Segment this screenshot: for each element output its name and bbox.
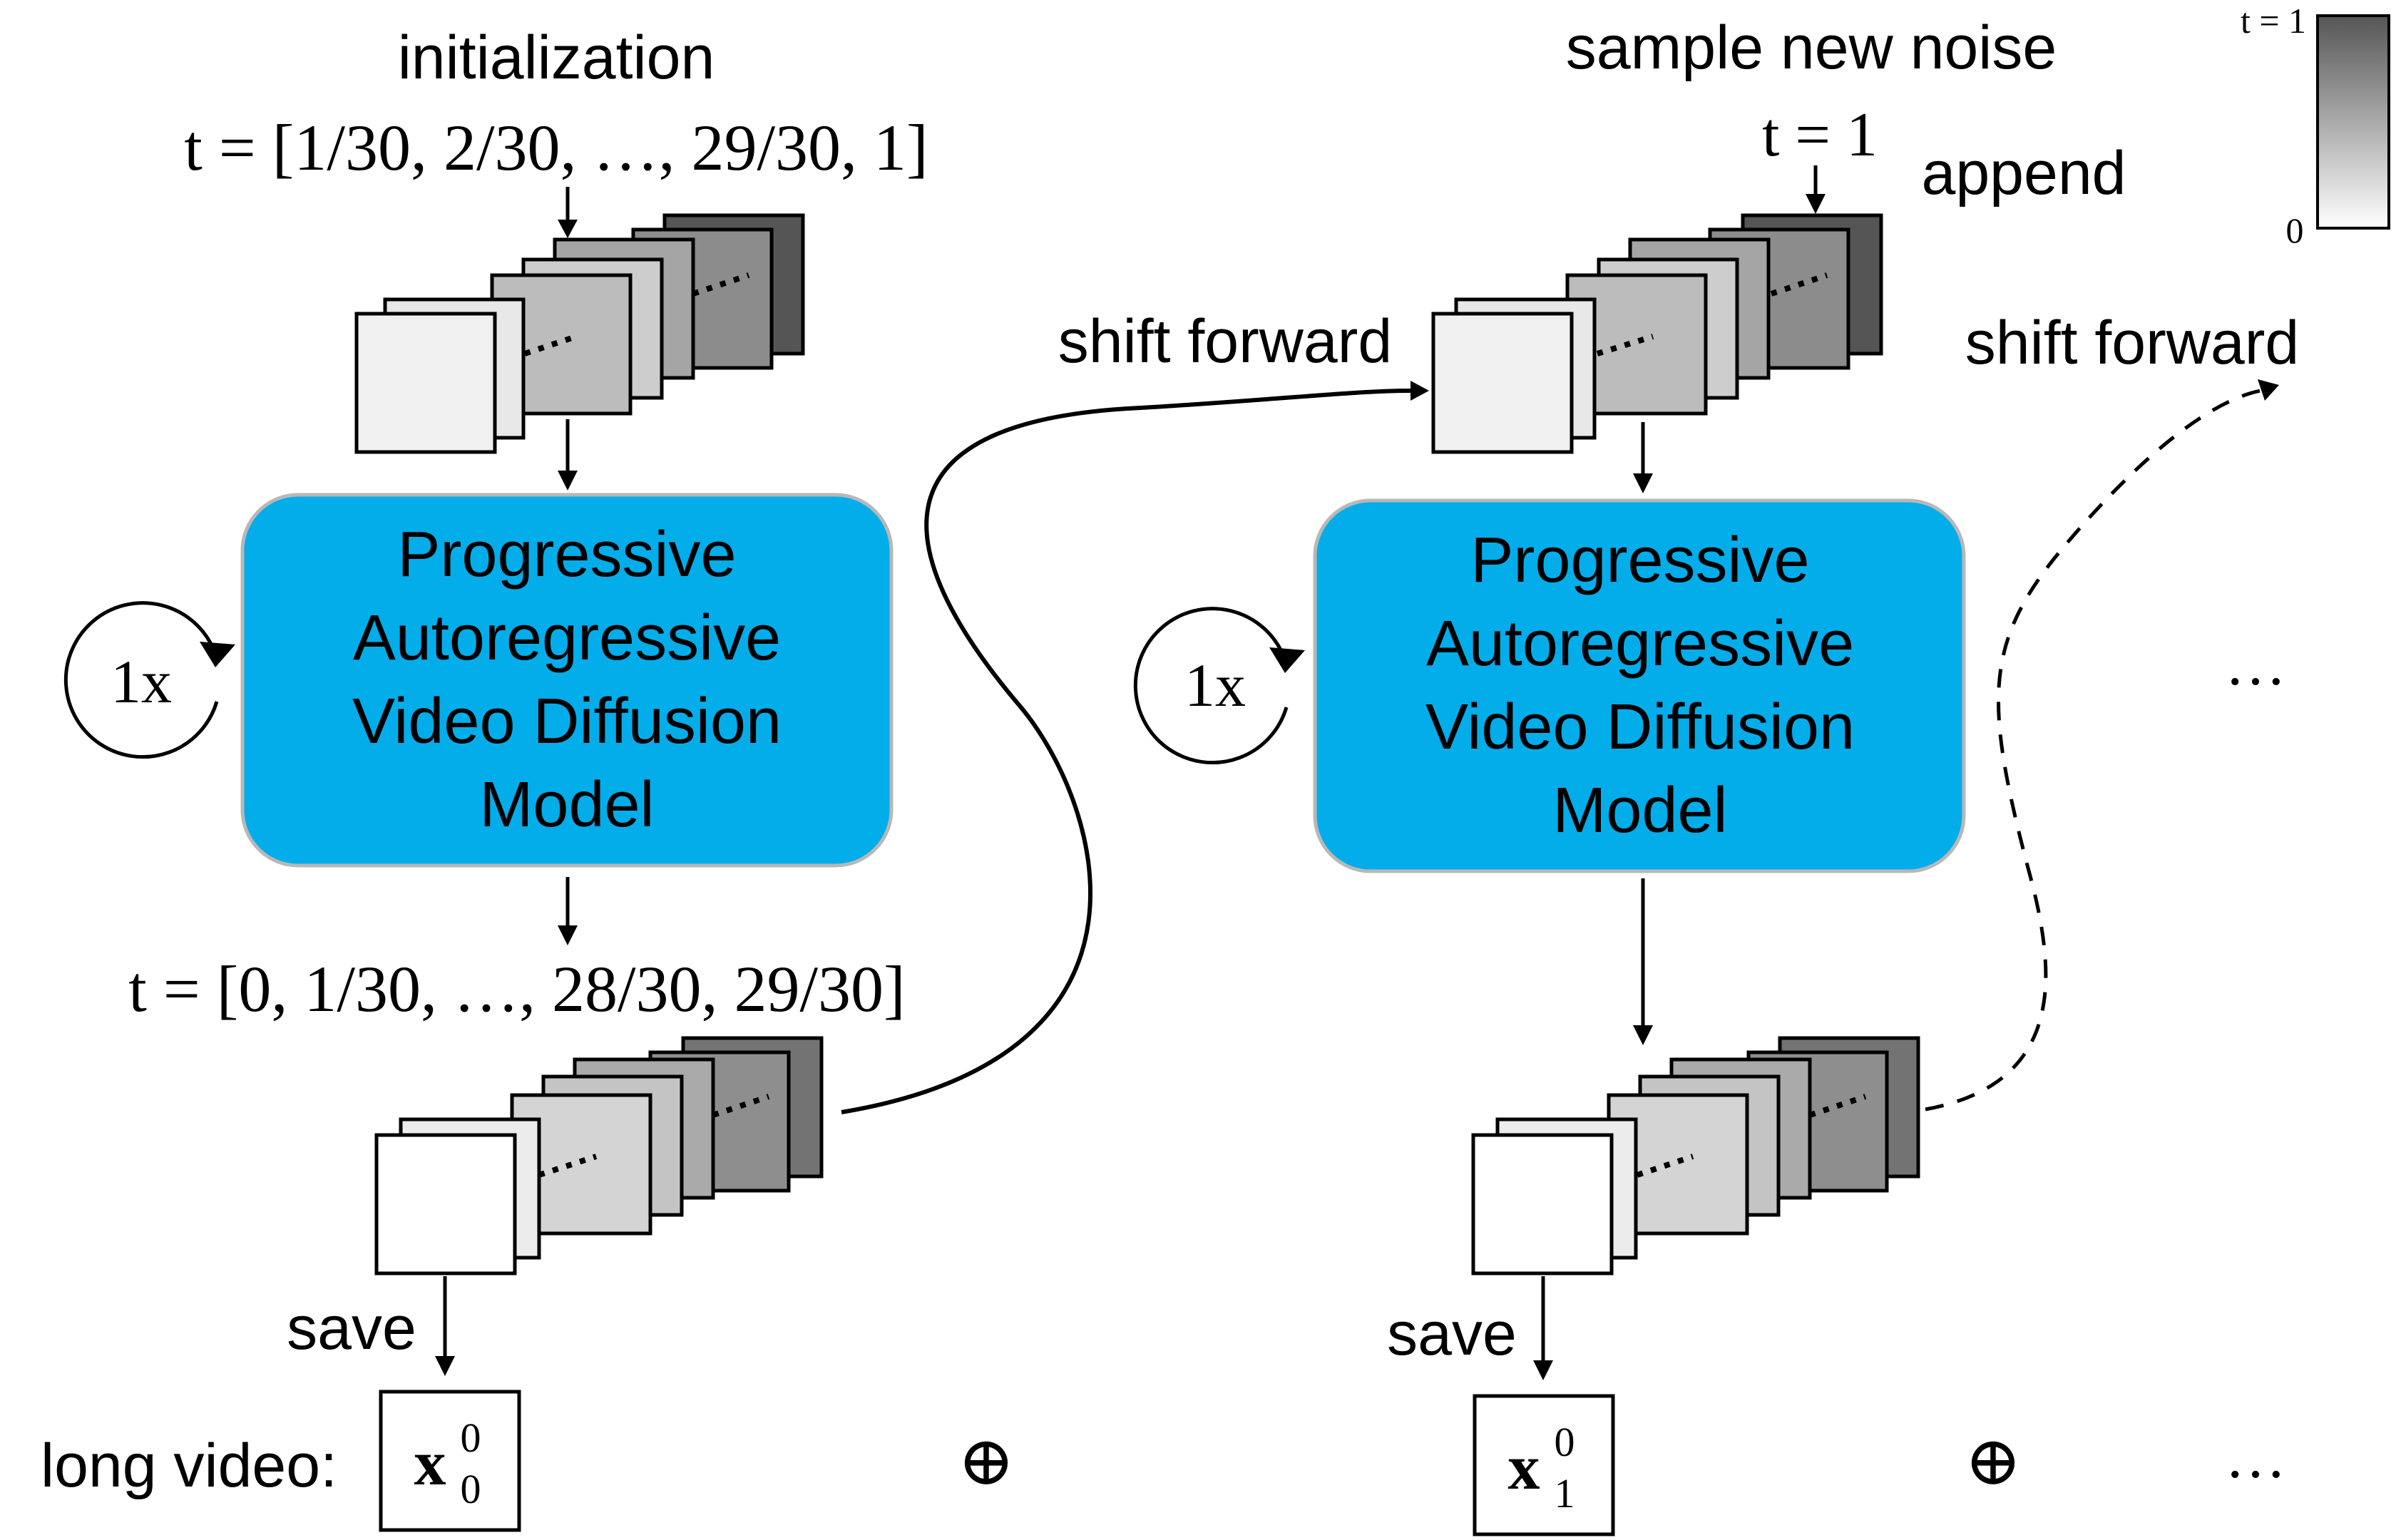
append-label: append [1922, 139, 2126, 207]
loop-circle-icon [1133, 607, 1289, 765]
concat-operator: ⊕ [958, 1423, 1015, 1499]
arrow-out-of-model-left [558, 877, 578, 945]
model-title-line: Progressive [397, 519, 736, 590]
arrow-into-model-right [1633, 422, 1653, 493]
shift-forward-label: shift forward [1058, 307, 1392, 376]
output-frame-front [1471, 1133, 1614, 1275]
arrow-append-noise [1806, 165, 1826, 214]
arrow-into-init-stack [558, 187, 578, 238]
init-frame-stack [354, 213, 805, 454]
model-title-line: Model [1552, 775, 1727, 846]
concat-operator: ⊕ [1965, 1423, 2022, 1499]
initialization-label: initialization [398, 24, 715, 92]
init-frame-front [354, 312, 497, 454]
ellipsis-dots [692, 272, 750, 297]
model-title-line: Model [479, 769, 654, 841]
arrow-out-of-model-right [1633, 878, 1653, 1045]
ellipsis-dots [523, 334, 578, 356]
model-title-line: Video Diffusion [352, 686, 782, 757]
sample-new-noise-label: sample new noise [1566, 14, 2057, 82]
save-label: save [1387, 1300, 1517, 1368]
ellipsis-dots [1636, 1154, 1694, 1178]
chunk-superscript: 0 [1555, 1419, 1575, 1465]
shifted-frame-stack [1431, 213, 1883, 454]
ellipsis-dots [538, 1154, 598, 1178]
diffusion-model-box-right: Progressive Autoregressive Video Diffusi… [1313, 498, 1966, 873]
arrow-into-model-left [558, 419, 578, 491]
shift-forward-curve-2 [1925, 379, 2279, 1112]
output-frame-stack-left [374, 1036, 824, 1275]
chunk-base: x [414, 1428, 446, 1499]
chunk-subscript: 0 [461, 1466, 481, 1512]
chunk-superscript: 0 [461, 1415, 481, 1461]
shift-forward-curve-1 [841, 381, 1429, 1114]
loop-arrowhead-icon [200, 642, 235, 667]
model-title-line: Video Diffusion [1425, 692, 1855, 763]
chunk-subscript: 1 [1555, 1470, 1575, 1516]
loop-1x-right: 1x [1133, 607, 1305, 765]
output-frame-front [374, 1133, 517, 1275]
ellipsis-continuation: … [2225, 630, 2286, 698]
output-frame-stack-right [1471, 1036, 1920, 1275]
shifted-frame-front [1431, 312, 1574, 454]
noise-timestep-label: t = 1 [1762, 101, 1878, 170]
denoised-timesteps-label: t = [0, 1/30, …, 28/30, 29/30] [128, 953, 905, 1025]
model-title-line: Progressive [1470, 525, 1809, 596]
ellipsis-dots [1770, 272, 1828, 297]
ellipsis-dots [1808, 1094, 1867, 1118]
video-chunk-x00: x 0 0 [379, 1390, 521, 1532]
init-timesteps-label: t = [1/30, 2/30, …, 29/30, 1] [184, 111, 928, 184]
loop-arrowhead-icon [1269, 647, 1305, 673]
colorbar-bottom-label: 0 [2286, 210, 2304, 250]
colorbar-top-label: t = 1 [2241, 1, 2306, 41]
ellipsis-dots [712, 1094, 770, 1118]
loop-circle-icon [63, 601, 219, 759]
chunk-base: x [1508, 1432, 1540, 1503]
colorbar-gradient [2316, 14, 2390, 230]
save-label: save [287, 1294, 416, 1362]
noise-level-colorbar: t = 1 0 [2241, 1, 2390, 250]
model-title-line: Autoregressive [353, 602, 781, 674]
ellipsis-continuation: … [2225, 1422, 2286, 1491]
loop-count-label: 1x [1184, 651, 1246, 719]
model-title-line: Autoregressive [1426, 608, 1854, 679]
save-arrow-left: save [287, 1276, 455, 1376]
video-chunk-x01: x 0 1 [1473, 1394, 1615, 1536]
shift-forward-label: shift forward [1965, 309, 2299, 377]
loop-count-label: 1x [111, 647, 172, 716]
svg-text:x: x [414, 1428, 446, 1499]
loop-1x-left: 1x [63, 601, 235, 759]
save-arrow-right: save [1387, 1276, 1553, 1380]
long-video-label: long video: [41, 1432, 337, 1500]
svg-text:x: x [1508, 1432, 1540, 1503]
ellipsis-dots [1596, 334, 1654, 356]
diffusion-model-box-left: Progressive Autoregressive Video Diffusi… [240, 493, 894, 868]
